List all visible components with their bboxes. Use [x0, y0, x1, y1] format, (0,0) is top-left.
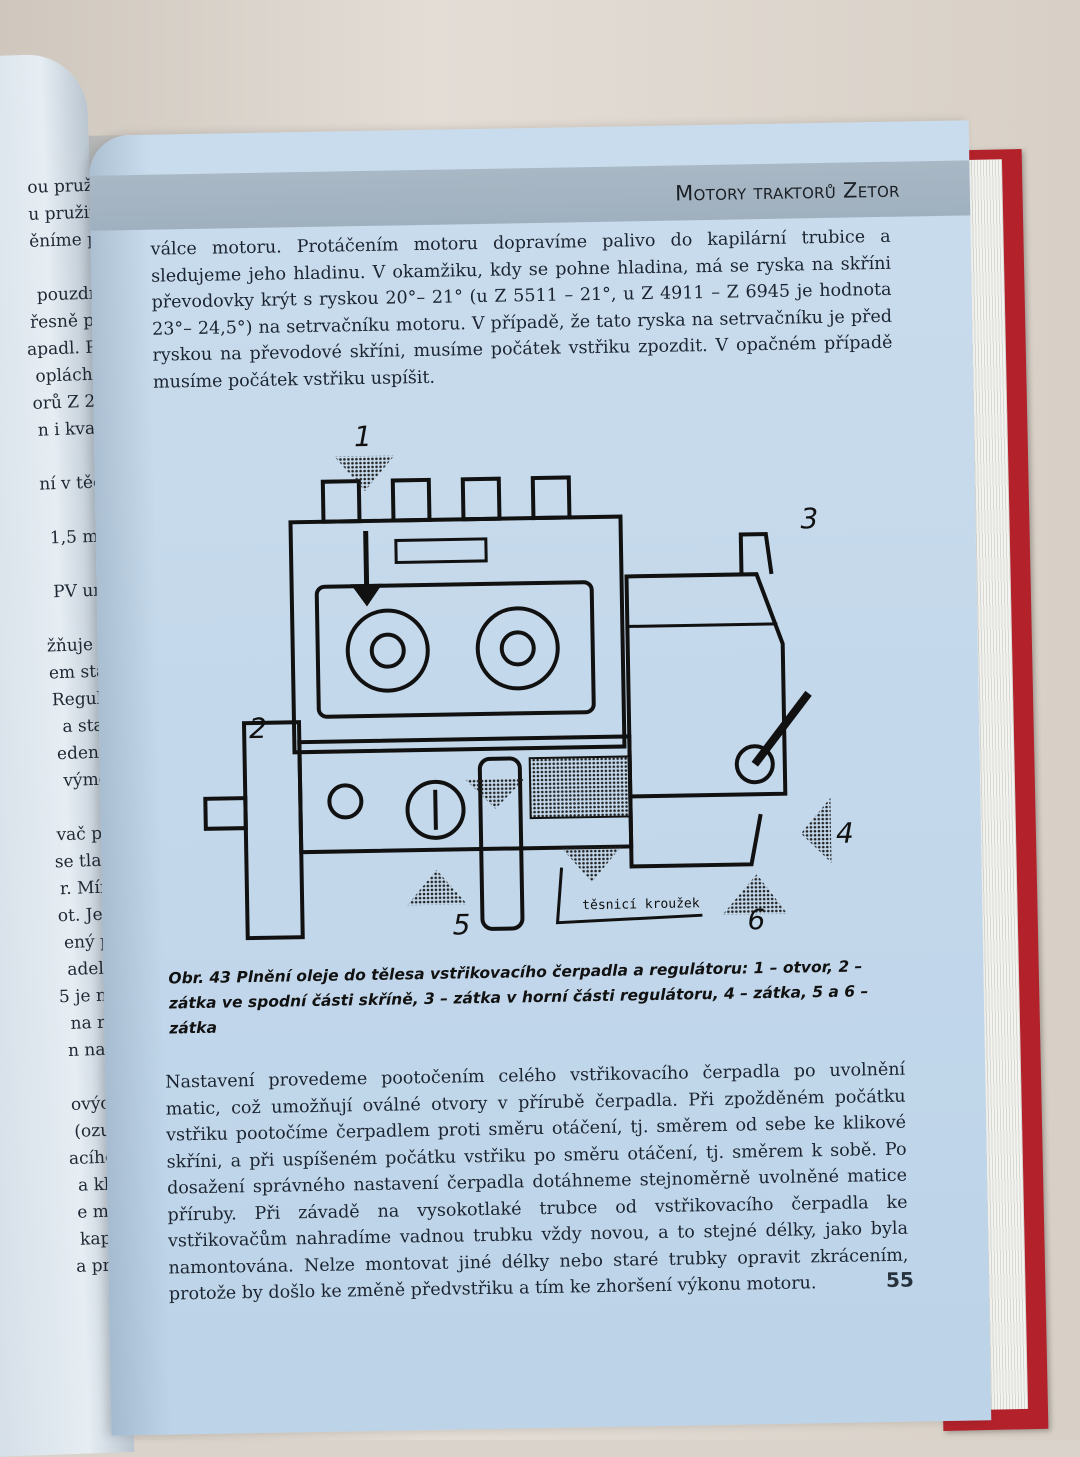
fuel-pump-diagram: 1 2 3 4 5 6 těsnicí kroužek: [203, 420, 854, 942]
oil-sump: [628, 796, 763, 869]
filter: [477, 756, 525, 931]
marker-4-triangle: [801, 797, 832, 863]
figure-label-1: 1: [354, 420, 372, 453]
plunger-left: [345, 608, 430, 693]
figure-annotation: těsnicí kroužek: [582, 896, 700, 913]
main-paragraph: Nastavení provedeme pootočením celého vs…: [165, 1059, 909, 1305]
marker-1-triangle: [334, 455, 395, 492]
intro-paragraph: válce motoru. Protáčením motoru dopravím…: [150, 226, 893, 393]
delivery-valve-nuts: [320, 475, 572, 524]
pump-housing: [288, 514, 627, 755]
running-header: Motory traktorů Zetor: [89, 160, 971, 231]
plunger-right: [475, 606, 560, 691]
plug-2: [327, 783, 364, 820]
governor-housing: [624, 572, 788, 799]
figure-label-5: 5: [452, 908, 470, 941]
figure-label-4: 4: [836, 817, 854, 850]
pump-flange: [241, 720, 305, 941]
figure-label-3: 3: [800, 502, 818, 535]
feed-pump: [405, 779, 466, 840]
governor-lever-pivot: [734, 744, 775, 785]
inspection-cover: [314, 580, 596, 719]
marker-6-triangle: [722, 874, 788, 915]
figure-caption: Obr. 43 Plnění oleje do tělesa vstřikova…: [168, 957, 869, 1038]
figure-label-2: 2: [249, 712, 267, 745]
plug-3: [738, 531, 774, 575]
figure-label-6: 6: [747, 903, 765, 936]
page-number: 55: [885, 1267, 915, 1293]
marker-5-triangle: [407, 869, 468, 906]
header-title: Motory traktorů Zetor: [674, 177, 900, 206]
arrow-icon: [363, 530, 370, 592]
right-page: Motory traktorů Zetor válce motoru. Prot…: [88, 120, 992, 1436]
